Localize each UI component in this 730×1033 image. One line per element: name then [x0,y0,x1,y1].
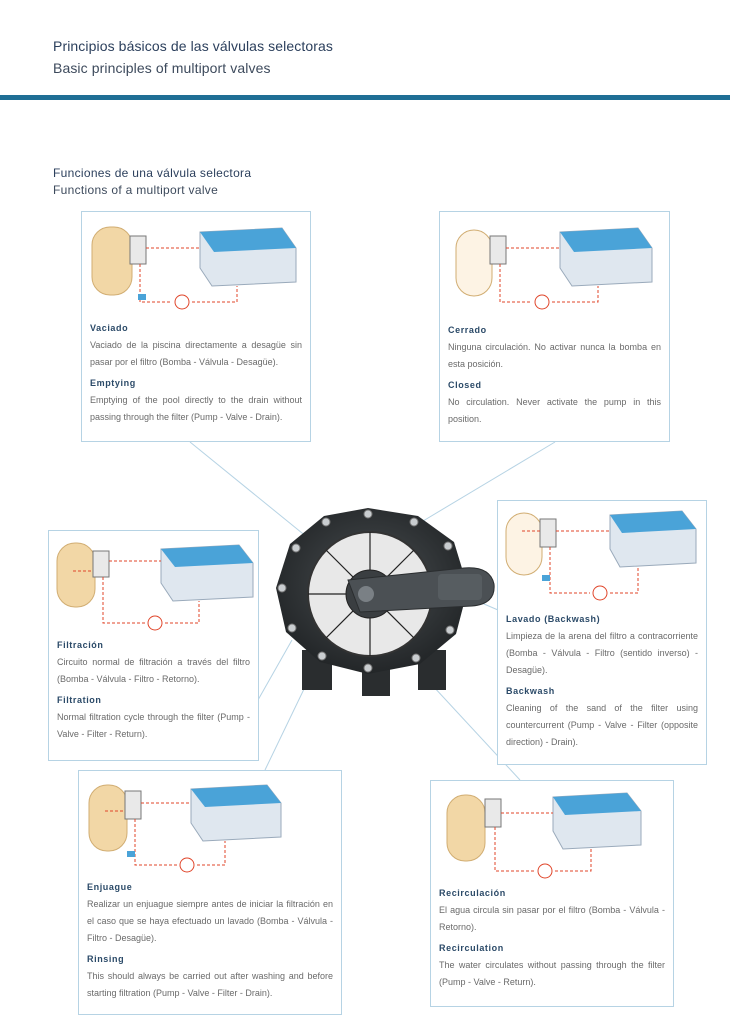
pump-icon [174,294,190,310]
drain-icon [542,575,550,581]
diagram-recirculation [446,792,642,879]
drain-icon [138,294,146,300]
filter-tank-icon [505,512,543,576]
valve-icon [92,550,110,578]
section-title: Funciones de una válvula selectora [53,166,252,180]
pool-water-icon [161,545,253,567]
card-closed: Cerrado Ninguna circulación. No activar … [439,211,670,442]
valve-icon [484,798,502,828]
diagram-filtration [56,542,254,631]
closed-es-title: Cerrado [448,325,487,335]
backwash-en-text: Cleaning of the sand of the filter using… [506,703,698,747]
diagram-closed [455,227,653,310]
pump-icon [537,863,553,879]
backwash-en-title: Backwash [506,686,555,696]
closed-en-title: Closed [448,380,482,390]
closed-en-text: No circulation. Never activate the pump … [448,397,661,424]
valve-icon [124,790,142,820]
section-subtitle: Functions of a multiport valve [53,183,219,197]
emptying-es-title: Vaciado [90,323,129,333]
valve-icon [489,235,507,265]
card-backwash: Lavado (Backwash) Limpieza de la arena d… [497,500,707,765]
valve-handle-pivot [358,586,374,602]
emptying-en-title: Emptying [90,378,136,388]
filtration-es-text: Circuito normal de filtración a través d… [57,657,250,684]
page-title: Principios básicos de las válvulas selec… [53,38,333,54]
backwash-es-title: Lavado (Backwash) [506,614,601,624]
pool-water-icon [191,785,281,807]
header-divider [0,95,730,100]
rinsing-en-text: This should always be carried out after … [87,971,333,998]
recirculation-es-title: Recirculación [439,888,506,898]
valve-icon [539,518,557,548]
card-rinsing: Enjuague Realizar un enjuague siempre an… [78,770,342,1015]
filter-tank-icon [91,226,133,296]
pump-icon [534,294,550,310]
filtration-en-text: Normal filtration cycle through the filt… [57,712,250,739]
pump-icon [147,615,163,631]
diagram-emptying [91,226,297,310]
filter-tank-icon [88,784,128,852]
multiport-valve-icon [276,508,495,696]
drain-icon [127,851,135,857]
recirculation-en-title: Recirculation [439,943,504,953]
recirculation-en-text: The water circulates without passing thr… [439,960,665,987]
valve-icon [129,235,147,265]
pump-icon [179,857,195,873]
closed-es-text: Ninguna circulación. No activar nunca la… [448,342,661,369]
card-recirculation: Recirculación El agua circula sin pasar … [430,780,674,1007]
filtration-en-title: Filtration [57,695,102,705]
recirculation-es-text: El agua circula sin pasar por el filtro … [439,905,665,932]
backwash-es-text: Limpieza de la arena del filtro a contra… [506,631,698,675]
rinsing-es-text: Realizar un enjuague siempre antes de in… [87,899,333,943]
pool-water-icon [560,228,652,252]
card-filtration: Filtración Circuito normal de filtración… [48,530,259,761]
pool-water-icon [200,228,296,252]
filtration-es-title: Filtración [57,640,104,650]
emptying-en-text: Emptying of the pool directly to the dra… [90,395,302,422]
pool-water-icon [553,793,641,815]
filter-tank-icon [56,542,96,608]
pool-water-icon [610,511,696,533]
filter-tank-icon [446,794,486,862]
page-subtitle: Basic principles of multiport valves [53,60,271,76]
diagram-backwash [505,510,697,601]
card-emptying: Vaciado Vaciado de la piscina directamen… [81,211,311,442]
pump-icon [592,585,608,601]
rinsing-en-title: Rinsing [87,954,125,964]
rinsing-es-title: Enjuague [87,882,133,892]
diagram-rinsing [88,784,282,873]
filter-tank-icon [455,229,493,297]
emptying-es-text: Vaciado de la piscina directamente a des… [90,340,302,367]
